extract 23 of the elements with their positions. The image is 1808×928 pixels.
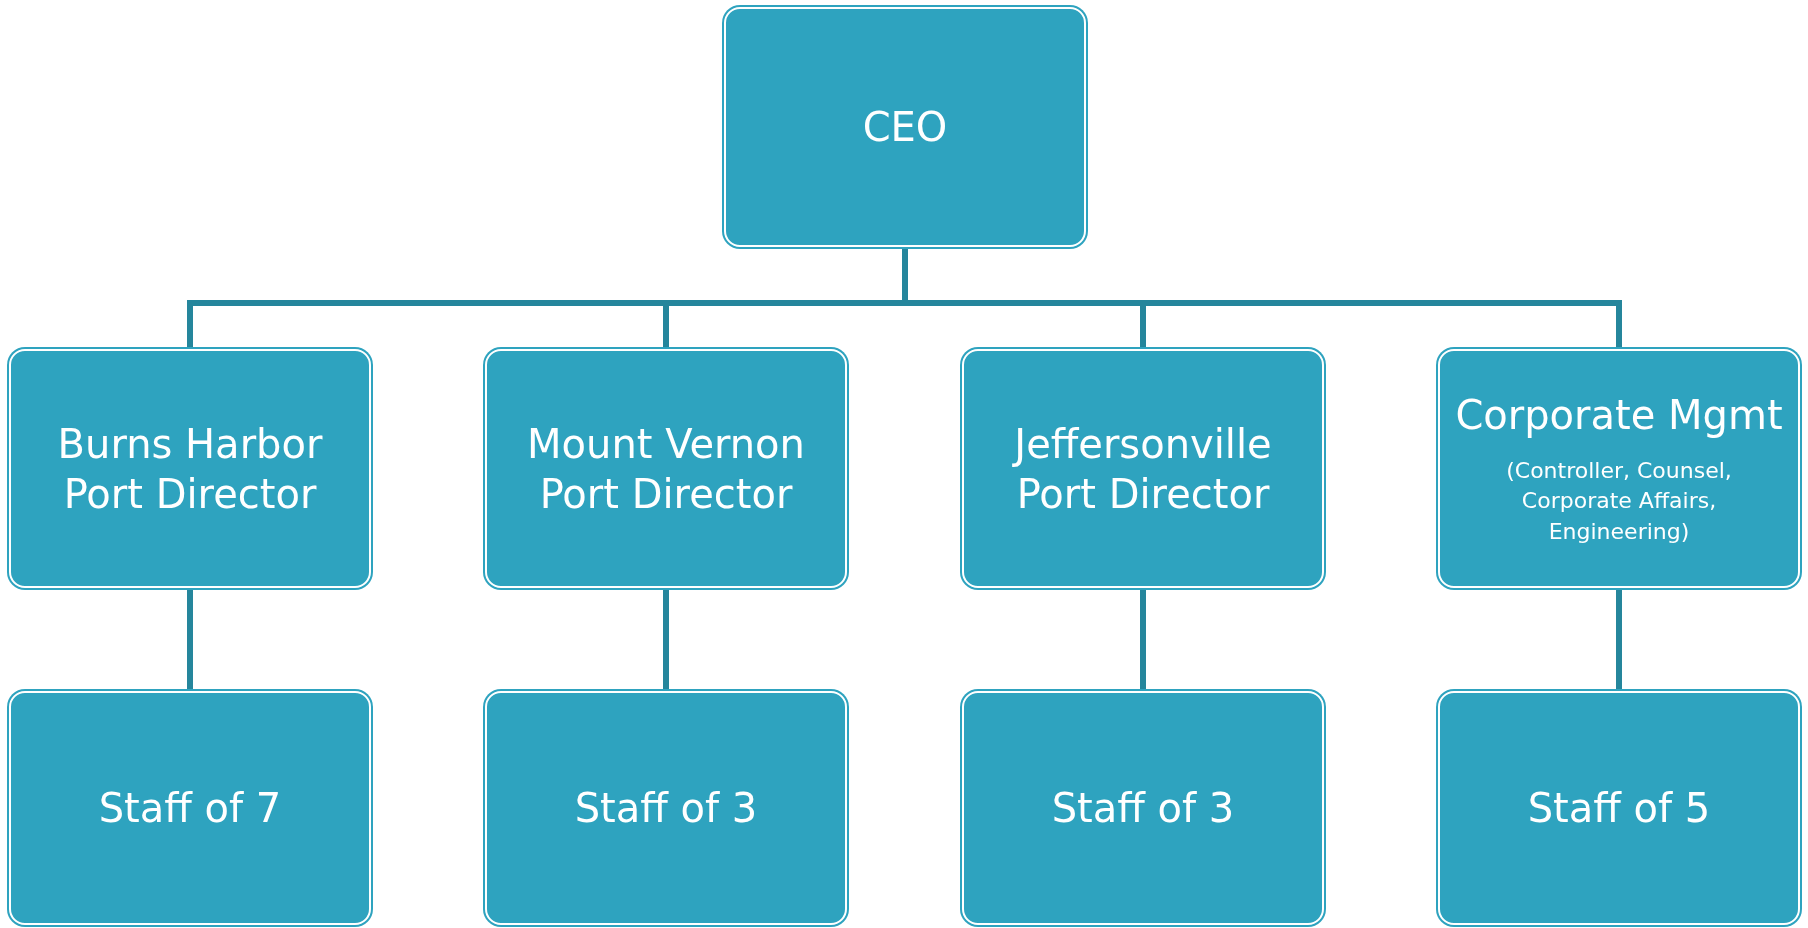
org-box [962,349,1324,588]
box-subtitle: (Controller, Counsel, Corporate Affairs, Engineering) [1505,457,1733,546]
connector-line [1616,588,1622,691]
org-box [1438,691,1800,925]
box-title: Corporate Mgmt [1455,391,1783,441]
connector-line [663,588,669,691]
connector-line [187,588,193,691]
connector-line [1140,588,1146,691]
box-title: Staff of 7 [98,784,282,833]
box-title: Staff of 3 [574,784,758,833]
org-box [724,7,1086,247]
org-box [9,691,371,925]
org-box [485,349,847,588]
box-title: Staff of 3 [1051,784,1235,833]
box-title: Staff of 5 [1527,784,1711,833]
org-box [962,691,1324,925]
box-title: Mount Vernon Port Director [526,419,806,519]
box-title: Burns Harbor Port Director [56,419,324,519]
org-box [1438,349,1800,588]
box-title: Jeffersonville Port Director [1011,419,1273,519]
org-box [485,691,847,925]
box-title: CEO [862,103,948,152]
org-box [9,349,371,588]
